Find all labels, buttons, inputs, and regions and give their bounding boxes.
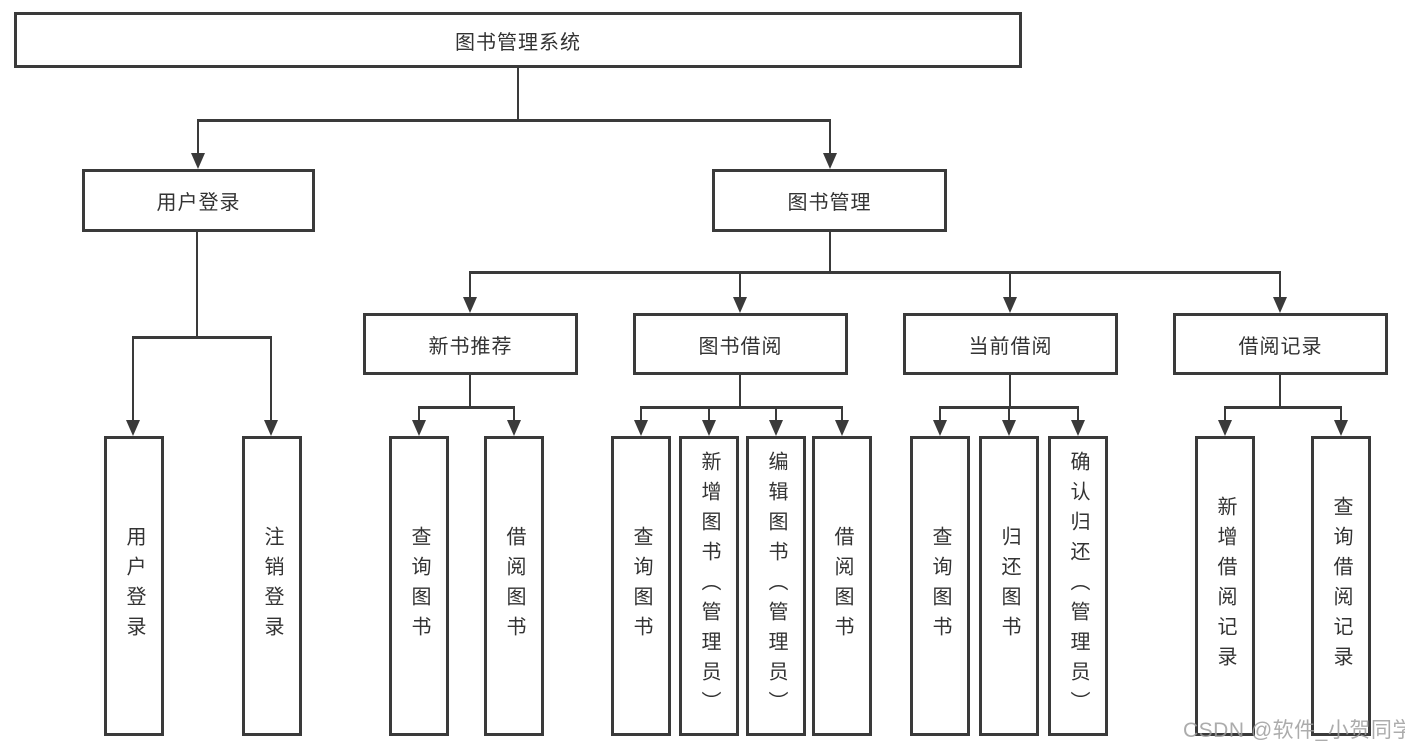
leaf-borrow-edit-book-admin: 编辑图书（管理员） [746,436,806,736]
leaf-newbook-borrow-book: 借阅图书 [484,436,544,736]
connector-root-rail [197,119,831,122]
connector-new-book-rail [418,406,515,409]
connector-drop-new-book [469,271,471,299]
leaf-current-query-book-label: 查询图书 [929,526,951,646]
arrow-down-icon [702,420,716,436]
connector-drop-book-management [829,119,831,154]
leaf-newbook-query-book-label: 查询图书 [408,526,430,646]
leaf-borrow-query-book-label: 查询图书 [630,526,652,646]
node-book-management-label: 图书管理 [787,192,872,214]
arrow-down-icon [1002,420,1016,436]
connector-book-management-rail [469,271,1281,274]
leaf-borrow-edit-book-admin-label: 编辑图书（管理员） [765,451,787,721]
node-user-login-label: 用户登录 [156,192,241,214]
leaf-user-login-label: 用户登录 [123,526,145,646]
leaf-newbook-query-book: 查询图书 [389,436,449,736]
connector-root-stem [517,68,519,120]
node-user-login: 用户登录 [82,169,315,232]
connector-borrow-records-stem [1279,375,1281,409]
connector-drop [418,406,420,422]
arrow-down-icon [1071,420,1085,436]
connector-drop-leaf-logout [270,336,272,421]
leaf-records-query-record-label: 查询借阅记录 [1330,496,1352,676]
connector-drop [640,406,642,422]
leaf-borrow-add-book-admin: 新增图书（管理员） [679,436,739,736]
connector-drop [1340,406,1342,422]
node-borrow-records-label: 借阅记录 [1238,335,1323,358]
connector-book-borrow-stem [739,375,741,409]
connector-drop-user-login [197,119,199,154]
leaf-logout: 注销登录 [242,436,302,736]
leaf-records-add-record: 新增借阅记录 [1195,436,1255,736]
leaf-borrow-borrow-book: 借阅图书 [812,436,872,736]
connector-drop [1008,406,1010,422]
leaf-borrow-borrow-book-label: 借阅图书 [831,526,853,646]
node-root-label: 图书管理系统 [455,31,581,54]
connector-book-management-stem [829,232,831,274]
leaf-newbook-borrow-book-label: 借阅图书 [503,526,525,646]
node-borrow-records: 借阅记录 [1173,313,1388,375]
arrow-down-icon [835,420,849,436]
connector-drop [939,406,941,422]
node-new-book-recommend: 新书推荐 [363,313,578,375]
connector-drop [1077,406,1079,422]
leaf-user-login: 用户登录 [104,436,164,736]
arrow-down-icon [1003,297,1017,313]
connector-new-book-stem [469,375,471,409]
leaf-records-add-record-label: 新增借阅记录 [1214,496,1236,676]
connector-drop-leaf-user-login [132,336,134,421]
node-current-borrow-label: 当前借阅 [968,335,1053,358]
connector-user-login-stem [196,232,198,338]
leaf-current-confirm-return-admin-label: 确认归还（管理员） [1067,451,1089,721]
arrow-down-icon [1334,420,1348,436]
connector-drop [513,406,515,422]
connector-drop [1224,406,1226,422]
leaf-current-return-book-label: 归还图书 [998,526,1020,646]
connector-borrow-records-rail [1224,406,1342,409]
leaf-records-query-record: 查询借阅记录 [1311,436,1371,736]
node-book-borrow: 图书借阅 [633,313,848,375]
leaf-borrow-query-book: 查询图书 [611,436,671,736]
leaf-current-confirm-return-admin: 确认归还（管理员） [1048,436,1108,736]
arrow-down-icon [1273,297,1287,313]
leaf-borrow-add-book-admin-label: 新增图书（管理员） [698,451,720,721]
arrow-down-icon [933,420,947,436]
connector-drop [708,406,710,422]
connector-drop [841,406,843,422]
arrow-down-icon [733,297,747,313]
arrow-down-icon [1218,420,1232,436]
node-current-borrow: 当前借阅 [903,313,1118,375]
arrow-down-icon [412,420,426,436]
leaf-logout-label: 注销登录 [261,526,283,646]
connector-drop-current-borrow [1009,271,1011,299]
connector-user-login-rail [133,336,272,339]
leaf-current-return-book: 归还图书 [979,436,1039,736]
connector-drop [775,406,777,422]
arrow-down-icon [634,420,648,436]
csdn-watermark: CSDN @软件_小贺同学 [1183,719,1405,742]
connector-book-borrow-rail [640,406,843,409]
arrow-down-icon [264,420,278,436]
node-root: 图书管理系统 [14,12,1022,68]
arrow-down-icon [769,420,783,436]
connector-drop-borrow-records [1279,271,1281,299]
arrow-down-icon [507,420,521,436]
arrow-down-icon [126,420,140,436]
node-book-borrow-label: 图书借阅 [698,335,783,358]
connector-current-borrow-stem [1009,375,1011,409]
connector-drop-book-borrow [739,271,741,299]
node-new-book-recommend-label: 新书推荐 [428,335,513,358]
leaf-current-query-book: 查询图书 [910,436,970,736]
arrow-down-icon [823,153,837,169]
arrow-down-icon [191,153,205,169]
arrow-down-icon [463,297,477,313]
node-book-management: 图书管理 [712,169,947,232]
